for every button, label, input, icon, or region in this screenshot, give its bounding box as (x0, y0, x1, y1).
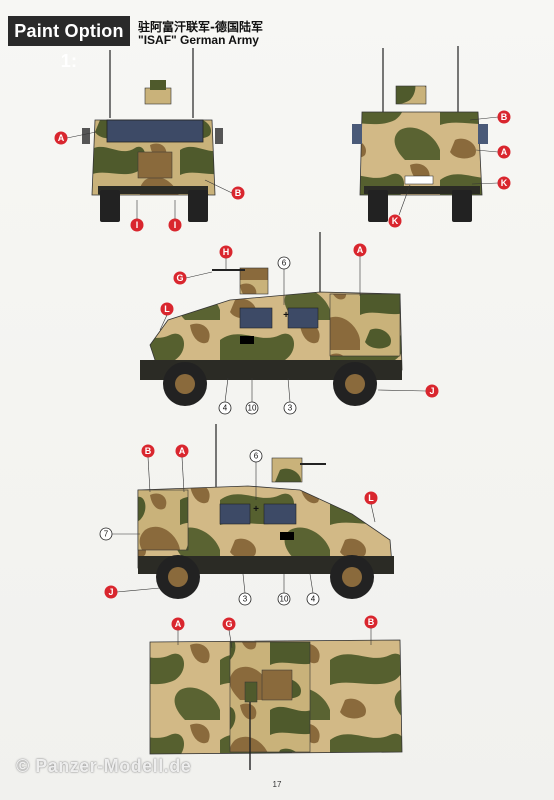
callout-rear-k-right: K (497, 176, 511, 190)
svg-text:J: J (429, 386, 434, 396)
callout-right-j: J (104, 585, 118, 599)
callout-right-3: 3 (238, 592, 252, 606)
title-english: "ISAF" German Army (138, 33, 259, 47)
paint-option-label: Paint Option 1: (8, 16, 130, 71)
svg-text:L: L (368, 493, 374, 503)
callout-left-3: 3 (283, 401, 297, 415)
callout-right-7: 7 (99, 527, 113, 541)
callout-right-6: 6 (249, 449, 263, 463)
svg-text:I: I (136, 220, 139, 230)
callout-left-l: L (160, 302, 174, 316)
callout-front-i-right: I (168, 218, 182, 232)
svg-text:I: I (174, 220, 177, 230)
svg-text:4: 4 (311, 595, 316, 604)
title-chinese: 驻阿富汗联军-德国陆军 (138, 20, 263, 34)
svg-text:6: 6 (254, 452, 259, 461)
callout-front-b: B (231, 186, 245, 200)
front-view (82, 48, 223, 222)
svg-text:10: 10 (248, 404, 257, 413)
callout-right-a: A (175, 444, 189, 458)
svg-text:A: A (357, 245, 364, 255)
svg-text:3: 3 (243, 595, 248, 604)
svg-text:+: + (253, 504, 259, 515)
callout-left-6: 6 (277, 256, 291, 270)
callout-right-4: 4 (306, 592, 320, 606)
svg-text:B: B (235, 188, 242, 198)
callout-rear-a: A (497, 145, 511, 159)
svg-text:B: B (368, 617, 375, 627)
svg-text:7: 7 (104, 530, 109, 539)
svg-text:3: 3 (288, 404, 293, 413)
callout-rear-b: B (497, 110, 511, 124)
svg-text:10: 10 (280, 595, 289, 604)
callout-rear-k-bottom: K (388, 214, 402, 228)
left-side-view: + (140, 232, 403, 406)
callout-left-g: G (173, 271, 187, 285)
callout-right-l: L (364, 491, 378, 505)
rear-view (352, 46, 488, 222)
svg-text:B: B (145, 446, 152, 456)
top-view (149, 639, 403, 770)
svg-text:6: 6 (282, 259, 287, 268)
svg-text:K: K (392, 216, 399, 226)
svg-text:+: + (283, 310, 289, 321)
callout-left-h: H (219, 245, 233, 259)
svg-text:4: 4 (223, 404, 228, 413)
callout-top-a: A (171, 617, 185, 631)
right-side-view: + (137, 424, 394, 599)
svg-text:A: A (175, 619, 182, 629)
callout-right-10: 10 (277, 592, 291, 606)
svg-text:K: K (501, 178, 508, 188)
callout-left-10: 10 (245, 401, 259, 415)
callout-front-i-left: I (130, 218, 144, 232)
callout-left-a: A (353, 243, 367, 257)
svg-text:A: A (179, 446, 186, 456)
svg-text:L: L (164, 304, 170, 314)
svg-text:H: H (223, 247, 230, 257)
callout-front-a: A (54, 131, 68, 145)
watermark: © Panzer-Modell.de (16, 756, 192, 776)
page-number: 17 (272, 780, 282, 789)
callout-top-g: G (222, 617, 236, 631)
svg-text:A: A (501, 147, 508, 157)
callout-left-j: J (425, 384, 439, 398)
svg-text:G: G (176, 273, 183, 283)
svg-text:A: A (58, 133, 65, 143)
svg-text:B: B (501, 112, 508, 122)
callout-left-4: 4 (218, 401, 232, 415)
callout-top-b: B (364, 615, 378, 629)
svg-text:G: G (225, 619, 232, 629)
svg-text:J: J (108, 587, 113, 597)
callout-right-b: B (141, 444, 155, 458)
